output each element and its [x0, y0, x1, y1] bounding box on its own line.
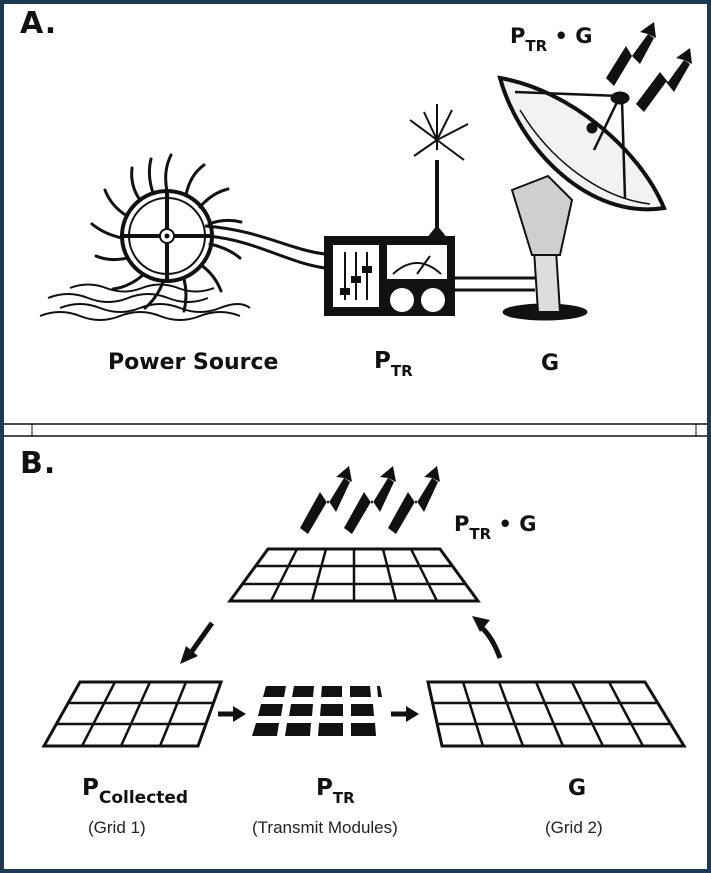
- flow-arrow-up-right: [472, 616, 503, 659]
- ptr-b-main: P: [316, 775, 333, 801]
- ptr-main: P: [374, 348, 391, 374]
- flow-arrow-down-left: [180, 621, 215, 664]
- antenna-grid-2: [426, 680, 687, 748]
- panel-b-letter: B.: [20, 446, 57, 481]
- product-p: P: [454, 512, 470, 536]
- water-icon: [39, 283, 251, 321]
- product-tail: • G: [491, 512, 537, 536]
- flow-arrow-right: [391, 706, 419, 722]
- grid-2-note: (Grid 2): [545, 818, 603, 837]
- transmitter-box-icon: [324, 236, 455, 316]
- p-collected-label: PCollected: [82, 775, 188, 808]
- panel-divider: [4, 423, 707, 437]
- transmission-bolts-icon: [606, 22, 692, 112]
- product-tail: • G: [547, 24, 593, 48]
- product-p: P: [510, 24, 526, 48]
- collector-grid-1: [41, 680, 224, 748]
- flow-arrow-right: [218, 706, 246, 722]
- panel-b-product-label: PTR • G: [454, 512, 537, 543]
- ptr-b-sub: TR: [332, 789, 355, 807]
- output-array-grid: [227, 547, 481, 603]
- power-cable: [204, 224, 326, 270]
- ptr-b-label: PTR: [316, 775, 355, 807]
- transmit-modules-array: [252, 686, 382, 736]
- gain-label: G: [541, 351, 560, 376]
- panel-a-letter: A.: [20, 6, 58, 41]
- product-sub: TR: [525, 37, 548, 55]
- water-wheel-icon: [90, 153, 243, 313]
- satellite-dish-icon: [497, 75, 667, 321]
- panel-a-product-label: PTR • G: [510, 24, 593, 55]
- p-collected-sub: Collected: [98, 788, 189, 808]
- gain-b-label: G: [568, 776, 587, 801]
- ptr-sub: TR: [390, 362, 413, 380]
- p-collected-main: P: [82, 775, 99, 801]
- power-source-label: Power Source: [108, 350, 279, 375]
- ptr-label: PTR: [374, 348, 413, 380]
- transmit-modules-note: (Transmit Modules): [252, 818, 398, 837]
- grid-1-note: (Grid 1): [88, 818, 146, 837]
- feed-cable: [455, 276, 535, 292]
- antenna-icon: [409, 104, 469, 237]
- product-sub: TR: [469, 525, 492, 543]
- transmission-bolts-icon: [300, 466, 440, 534]
